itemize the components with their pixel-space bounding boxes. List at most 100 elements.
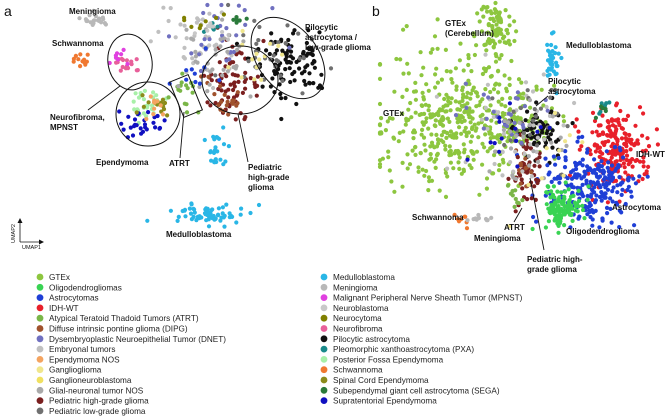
point-dysembryoplastic-neuroepithelial-tumor-dnet xyxy=(519,140,524,145)
point-embryonal-tumors xyxy=(207,11,212,16)
point-pediatric-high-grade-glioma xyxy=(532,184,537,189)
point-medulloblastoma xyxy=(239,206,244,211)
point-dysembryoplastic-neuroepithelial-tumor-dnet xyxy=(543,97,548,103)
label-astrocytoma: Astrocytoma xyxy=(612,203,661,212)
point-neuroblastoma xyxy=(205,28,210,33)
point-astrocytomas xyxy=(615,190,620,195)
point-medulloblastoma xyxy=(554,91,559,96)
point-dysembryoplastic-neuroepithelial-tumor-dnet xyxy=(202,37,207,42)
point-neurocytoma xyxy=(182,15,187,20)
point-astrocytomas xyxy=(594,193,599,198)
point-gtex xyxy=(448,108,453,113)
point-supratentorial-ependymoma xyxy=(535,129,540,134)
point-gtex xyxy=(442,96,447,102)
point-astrocytomas xyxy=(563,149,568,154)
point-astrocytomas xyxy=(531,214,536,220)
point-pilocytic-astrocytoma xyxy=(279,96,284,101)
point-medulloblastoma xyxy=(256,202,262,208)
point-pediatric-low-grade-glioma xyxy=(246,59,251,64)
point-pilocytic-astrocytoma xyxy=(284,54,289,59)
point-dysembryoplastic-neuroepithelial-tumor-dnet xyxy=(515,90,521,95)
point-astrocytomas xyxy=(609,163,615,168)
point-astrocytomas xyxy=(580,134,585,139)
legend-label: Atypical Teratoid Thadoid Tumors (ATRT) xyxy=(49,314,199,323)
point-astrocytomas xyxy=(572,174,577,180)
point-glial-neuronal-tumor-nos xyxy=(235,47,240,53)
point-gtex xyxy=(457,100,462,105)
atrt-b-leader xyxy=(513,207,523,223)
point-glial-neuronal-tumor-nos xyxy=(502,119,507,124)
point-pediatric-high-grade-glioma xyxy=(524,146,529,152)
point-pilocytic-astrocytoma xyxy=(299,71,305,76)
point-gtex xyxy=(418,151,423,156)
point-astrocytomas xyxy=(593,200,598,205)
point-schwannoma xyxy=(78,64,83,69)
point-gtex xyxy=(461,142,466,147)
legend-swatch xyxy=(320,304,328,312)
point-ganglioglioma xyxy=(259,77,264,82)
point-pilocytic-astrocytoma xyxy=(277,82,282,87)
point-gtex xyxy=(439,108,445,113)
legend-swatch xyxy=(36,304,44,312)
point-spinal-cord-ependymoma xyxy=(161,107,167,112)
point-astrocytomas xyxy=(577,160,583,165)
point-medulloblastoma xyxy=(556,51,561,56)
point-astrocytomas xyxy=(590,223,595,228)
point-posterior-fossa-ependymoma xyxy=(132,107,137,112)
point-pleomorphic-xanthoastrocytoma-pxa xyxy=(599,101,604,106)
point-gtex xyxy=(377,76,383,81)
point-gtex xyxy=(484,186,489,191)
panel-a-letter: a xyxy=(4,3,12,19)
point-astrocytomas xyxy=(615,183,620,188)
point-embryonal-tumors xyxy=(572,100,577,106)
point-gtex xyxy=(495,136,500,141)
point-idh-wt xyxy=(627,139,632,144)
point-gtex xyxy=(503,104,508,109)
point-embryonal-tumors xyxy=(513,149,518,154)
point-gtex xyxy=(454,87,459,92)
point-schwannoma xyxy=(76,57,81,62)
point-gtex xyxy=(420,90,425,95)
point-gtex xyxy=(433,118,438,123)
point-pediatric-high-grade-glioma xyxy=(208,103,213,108)
point-atypical-teratoid-thadoid-tumors-atrt xyxy=(516,201,521,206)
point-idh-wt xyxy=(607,133,612,138)
point-gtex xyxy=(477,103,482,108)
point-astrocytomas xyxy=(217,78,222,83)
legend-label: Diffuse intrinsic pontine glioma (DIPG) xyxy=(49,325,188,334)
point-meningioma xyxy=(99,20,104,25)
point-embryonal-tumors xyxy=(434,94,439,99)
point-astrocytomas xyxy=(645,174,650,179)
panel-a-annotations: Meningioma Schwannoma Neurofibroma, MPNS… xyxy=(50,7,371,239)
point-medulloblastoma xyxy=(553,45,558,50)
point-embryonal-tumors xyxy=(161,5,166,10)
point-gtex xyxy=(507,76,512,81)
point-gtex xyxy=(465,90,470,95)
point-pilocytic-astrocytoma xyxy=(301,51,306,56)
point-gtex xyxy=(454,84,459,89)
point-gtex xyxy=(482,145,487,150)
point-gtex xyxy=(493,59,499,64)
point-embryonal-tumors xyxy=(535,135,540,140)
point-medulloblastoma xyxy=(209,158,214,163)
point-gtex xyxy=(472,122,477,127)
legend-label: Spinal Cord Ependymoma xyxy=(333,376,429,385)
point-astrocytomas xyxy=(580,163,585,168)
point-pleomorphic-xanthoastrocytoma-pxa xyxy=(604,101,609,106)
point-pediatric-low-grade-glioma xyxy=(511,109,516,114)
point-idh-wt xyxy=(646,144,652,149)
point-gtex xyxy=(476,135,481,140)
point-embryonal-tumors xyxy=(445,166,450,171)
point-spinal-cord-ependymoma xyxy=(165,113,170,118)
point-idh-wt xyxy=(622,165,627,170)
point-dysembryoplastic-neuroepithelial-tumor-dnet xyxy=(506,111,512,116)
label-meningioma-a: Meningioma xyxy=(69,7,116,16)
point-gtex xyxy=(424,82,429,87)
point-gtex xyxy=(443,147,448,152)
point-gtex xyxy=(404,87,409,92)
point-idh-wt xyxy=(590,130,595,135)
point-pediatric-high-grade-glioma xyxy=(515,155,520,160)
point-ganglioglioma xyxy=(257,57,262,62)
point-astrocytomas xyxy=(631,176,636,181)
point-medulloblastoma xyxy=(215,135,220,140)
